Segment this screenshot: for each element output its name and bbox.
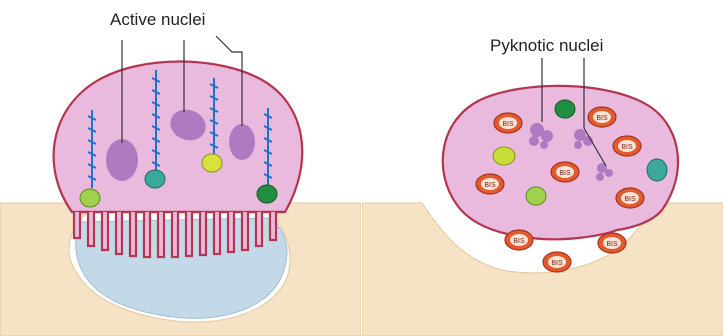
granule bbox=[145, 170, 165, 188]
bis-label: BIS bbox=[551, 260, 563, 267]
bis-label: BIS bbox=[513, 238, 525, 245]
active-osteoclast-diagram bbox=[0, 0, 361, 336]
bis-label: BIS bbox=[502, 121, 514, 128]
granule bbox=[493, 147, 515, 165]
active-nucleus bbox=[229, 124, 255, 160]
pyknotic-osteoclast-panel: BIS BIS BIS BIS BIS BIS BIS BIS BIS Pyknotic nuc… bbox=[362, 0, 723, 336]
bis-label: BIS bbox=[624, 196, 636, 203]
bis-label: BIS bbox=[621, 144, 633, 151]
granule bbox=[202, 154, 222, 172]
active-osteoclast-panel: Active nuclei bbox=[0, 0, 361, 336]
active-nucleus bbox=[106, 139, 138, 181]
bis-label: BIS bbox=[484, 182, 496, 189]
pyknotic-nuclei-label: Pyknotic nuclei bbox=[490, 36, 603, 56]
granule bbox=[555, 100, 575, 118]
granule bbox=[647, 159, 667, 181]
granule bbox=[257, 185, 277, 203]
granule bbox=[526, 187, 546, 205]
granule bbox=[80, 189, 100, 207]
bis-label: BIS bbox=[606, 241, 618, 248]
bis-label: BIS bbox=[596, 115, 608, 122]
bis-label: BIS bbox=[559, 170, 571, 177]
active-nuclei-label: Active nuclei bbox=[110, 10, 205, 30]
